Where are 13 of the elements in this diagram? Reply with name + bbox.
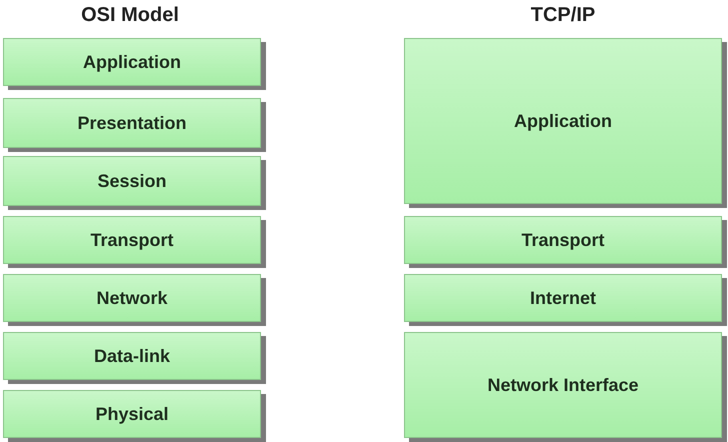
- layer-label: Internet: [530, 288, 596, 308]
- layer-label: Session: [97, 170, 167, 192]
- column-heading: OSI Model: [81, 4, 179, 27]
- layer-label: Application: [83, 52, 181, 72]
- layer-label: Application: [514, 110, 612, 132]
- column-heading: TCP/IP: [530, 4, 596, 27]
- layer-label: Network: [96, 288, 168, 308]
- layer-label: Physical: [95, 404, 169, 424]
- layer-label: Data-link: [94, 346, 170, 366]
- layer-label: Presentation: [77, 112, 187, 134]
- layer-label: Transport: [90, 230, 174, 250]
- layer-label: Network Interface: [487, 374, 639, 396]
- layer-label: Transport: [521, 230, 604, 250]
